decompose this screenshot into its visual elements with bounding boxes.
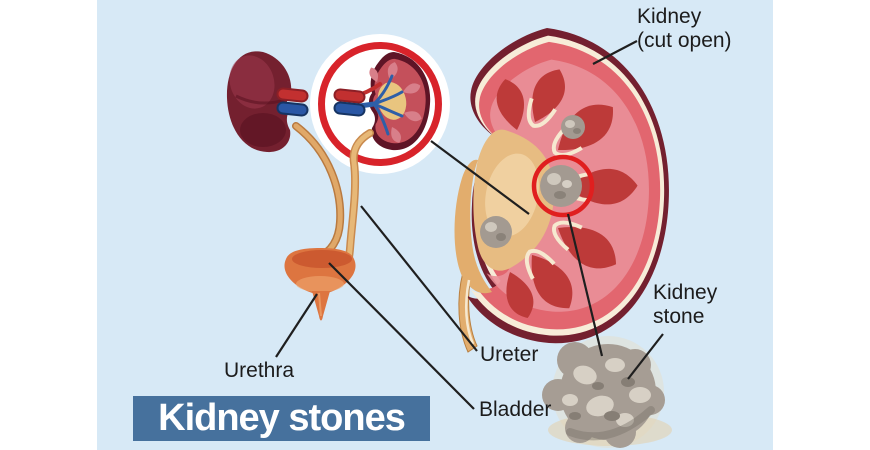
- label-ureter: Ureter: [480, 343, 539, 366]
- title-banner: Kidney stones: [133, 396, 430, 441]
- label-kidney-stone: Kidney stone: [653, 281, 717, 329]
- cut-open-kidney-illustration: [454, 28, 669, 353]
- leader-ureter: [360, 205, 478, 352]
- label-kidney-cut-open-line2: (cut open): [637, 29, 732, 52]
- whole-kidney-illustration: [226, 51, 292, 153]
- stones-in-kidney: [480, 115, 585, 248]
- leader-urethra: [275, 293, 318, 358]
- label-bladder: Bladder: [479, 398, 552, 421]
- bladder-illustration: [284, 248, 356, 321]
- leader-bladder: [328, 262, 475, 410]
- page-title: Kidney stones: [158, 397, 406, 439]
- inset-circle: [310, 34, 450, 261]
- leader-circle-to-stone: [566, 213, 604, 357]
- label-kidney-stone-line1: Kidney: [653, 281, 718, 304]
- stone-highlight-circle: [531, 154, 595, 218]
- mini-cut-open-kidney: [349, 52, 431, 151]
- leader-lines: [275, 40, 664, 410]
- leader-inset-to-kidney: [430, 140, 530, 215]
- ureter-inset-tube: [345, 129, 374, 261]
- leader-kidney-stone: [627, 333, 664, 380]
- label-kidney-stone-line2: stone: [653, 305, 705, 328]
- renal-vessels: [276, 87, 366, 117]
- kidney-stone-illustration: [542, 336, 672, 448]
- label-urethra: Urethra: [224, 359, 295, 382]
- leader-kidney-cut-open: [592, 40, 638, 65]
- label-kidney-cut-open: Kidney (cut open): [637, 5, 732, 53]
- label-kidney-cut-open-line1: Kidney: [637, 5, 702, 28]
- urethra-illustration: [312, 291, 330, 321]
